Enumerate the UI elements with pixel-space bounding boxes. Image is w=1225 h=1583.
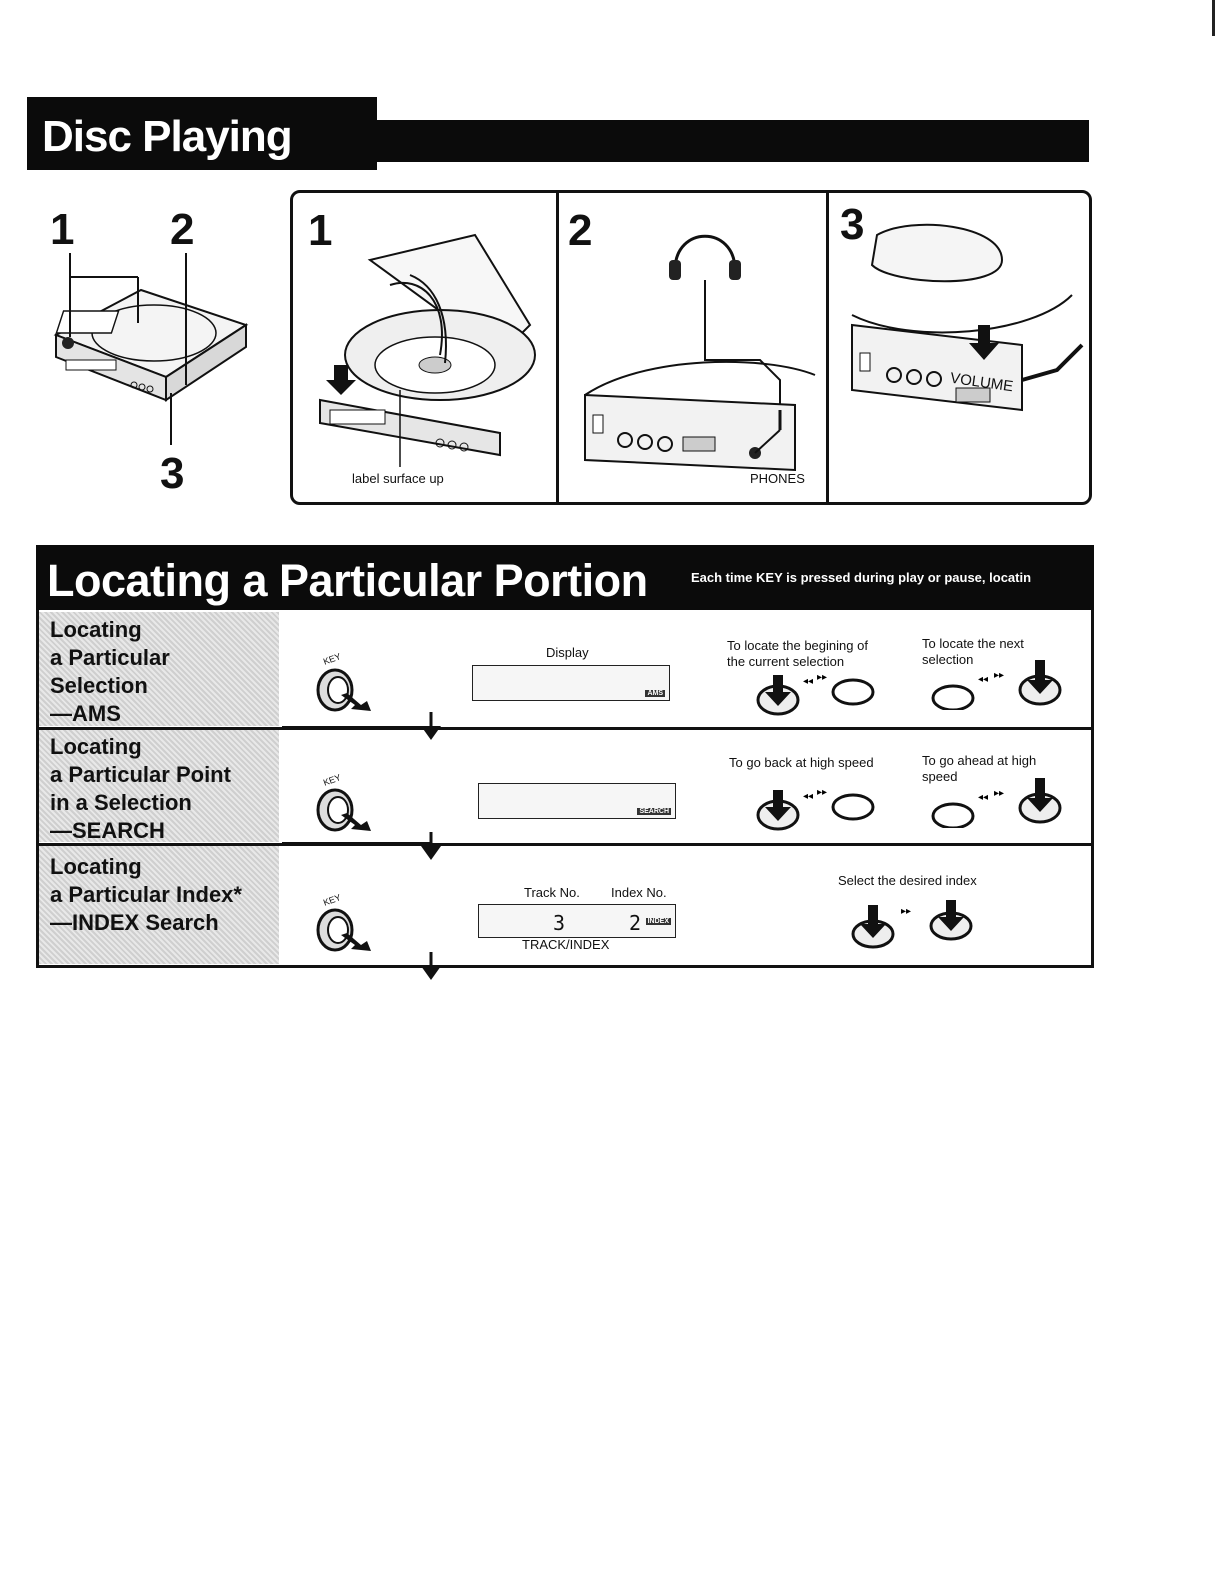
svg-text:▸▸: ▸▸ (994, 788, 1004, 799)
svg-text:◂◂: ◂◂ (978, 674, 988, 685)
row-2-ahead-buttons-icon: ◂◂ ▸▸ (931, 778, 1062, 828)
svg-text:◂◂: ◂◂ (803, 676, 813, 687)
overview-number-2: 2 (170, 205, 195, 254)
row-1-down-arrow-icon (421, 712, 441, 740)
row-2-label: Locating a Particular Point in a Selecti… (50, 734, 231, 843)
row-3-track-value: 3 (553, 911, 566, 935)
row-1-display-caption: Display (546, 645, 589, 660)
row-2-back-buttons-icon: ◂◂ ▸▸ (756, 787, 875, 831)
row-1-right-caption: To locate the next selection (922, 636, 1024, 667)
row-2-label-bg (39, 730, 279, 842)
svg-text:◂◂: ◂◂ (978, 792, 988, 803)
row-3-display-bottom-label: TRACK/INDEX (522, 937, 610, 952)
panel-divider-1 (556, 193, 559, 503)
step-1-number: 1 (308, 206, 333, 255)
step-2-caption: PHONES (750, 471, 805, 486)
row-divider-2 (36, 843, 1094, 846)
row-2-right-caption: To go ahead at high speed (922, 753, 1037, 784)
locating-table (36, 610, 1094, 968)
locating-title: Locating a Particular Portion (47, 555, 648, 606)
svg-text:▸▸: ▸▸ (994, 670, 1004, 681)
svg-text:▸▸: ▸▸ (817, 787, 827, 798)
row-2-left-caption: To go back at high speed (729, 755, 874, 770)
svg-text:▸▸: ▸▸ (817, 672, 827, 683)
step-1-caption: label surface up (352, 471, 444, 486)
row-3-display-tag: INDEX (645, 918, 671, 925)
step-1-insert-disc-drawing (319, 233, 536, 467)
step-2-number: 2 (568, 206, 593, 255)
scan-edge-mark (1212, 0, 1215, 36)
step-2-headphones-drawing (584, 234, 816, 472)
row-3-track-caption: Track No. (524, 885, 580, 900)
row-1-left-caption: To locate the begining of the current se… (727, 638, 868, 669)
row-1-next-buttons-icon: ◂◂ ▸▸ (931, 660, 1062, 710)
row-3-index-value: 2 (629, 911, 642, 935)
row-3-bottom-rule (385, 965, 445, 968)
row-2-display: SEARCH (478, 783, 676, 819)
overview-number-3: 3 (160, 449, 185, 498)
row-3-display: 3 2 INDEX (478, 904, 676, 938)
row-3-index-buttons-icon: ▸▸ (851, 900, 973, 949)
row-3-label-bg (39, 846, 279, 964)
row-1-back-buttons-icon: ◂◂ ▸▸ (756, 672, 875, 716)
row-divider-1 (36, 727, 1094, 730)
row-1-label: Locating a Particular Selection —AMS (50, 617, 170, 726)
cd-player-overview-drawing (53, 253, 249, 445)
locating-subtitle: Each time KEY is pressed during play or … (691, 570, 1032, 585)
row-1-label-bg (39, 612, 279, 726)
row-3-down-arrow-icon (421, 952, 441, 980)
row-3-label: Locating a Particular Index* —INDEX Sear… (50, 854, 242, 935)
svg-text:▸▸: ▸▸ (901, 906, 911, 917)
disc-steps-frame (290, 190, 1092, 505)
overview-number-1: 1 (50, 205, 75, 254)
panel-divider-2 (826, 193, 829, 503)
row-3-center-caption: Select the desired index (838, 873, 977, 888)
locating-banner (36, 545, 1094, 610)
step-3-volume-drawing (851, 223, 1084, 412)
disc-playing-banner (27, 97, 377, 170)
row-2-key-button-icon (316, 788, 371, 832)
row-1-key-button-icon (316, 668, 371, 712)
step-3-number: 3 (840, 200, 865, 249)
overview-illustration: 1 2 3 (36, 205, 261, 505)
row-1-display-tag: AMS (645, 690, 665, 697)
row-2-bottom-rule (282, 842, 432, 845)
svg-text:◂◂: ◂◂ (803, 791, 813, 802)
disc-playing-title: Disc Playing (42, 112, 293, 161)
disc-playing-banner-right (377, 120, 1089, 162)
row-2-down-arrow-icon (421, 832, 441, 860)
row-1-display: AMS (472, 665, 670, 701)
row-3-index-caption: Index No. (611, 885, 667, 900)
row-1-bottom-rule (282, 726, 432, 729)
row-2-display-tag: SEARCH (637, 808, 671, 815)
row-3-key-button-icon (316, 908, 371, 952)
